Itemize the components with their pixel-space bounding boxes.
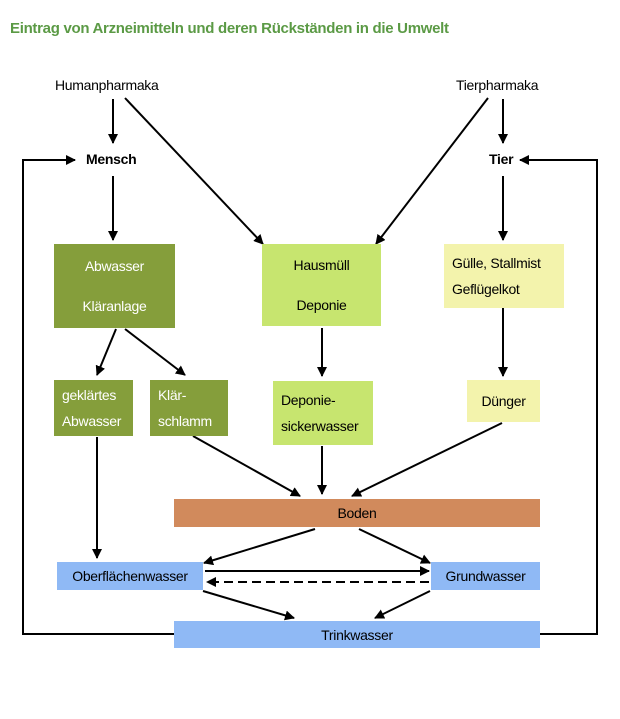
geklaertes-label-line1: geklärtes xyxy=(62,387,117,403)
geklaertes-label-line2: Abwasser xyxy=(62,413,122,429)
oberflaechenwasser-label: Oberflächenwasser xyxy=(72,568,188,584)
arrow-duenger-boden xyxy=(351,422,503,497)
arrow-klaeranlage-geklaertes xyxy=(95,328,117,376)
box-klaerschlamm: Klär- schlamm xyxy=(150,380,228,436)
arrow-boden-grundwasser xyxy=(358,528,431,564)
box-boden: Boden xyxy=(174,499,540,527)
box-trinkwasser: Trinkwasser xyxy=(174,621,540,648)
arrow-klaeranlage-klaerschlamm xyxy=(124,328,186,376)
klaeranlage-label: Kläranlage xyxy=(82,298,147,314)
boden-label: Boden xyxy=(337,505,377,521)
grundwasser-label: Grundwasser xyxy=(445,568,526,584)
arrow-oberflaechen-trinkwasser xyxy=(202,590,295,621)
box-guelle: Gülle, Stallmist Geflügelkot xyxy=(444,244,564,308)
loop-trinkwasser-mensch xyxy=(22,155,174,635)
abwasser-label: Abwasser xyxy=(84,258,145,274)
label-tier: Tier xyxy=(489,151,514,167)
deponie-label: Deponie xyxy=(296,297,347,313)
diagram-title: Eintrag von Arzneimitteln und deren Rück… xyxy=(10,20,449,37)
trinkwasser-label: Trinkwasser xyxy=(321,626,393,643)
label-tierpharmaka: Tierpharmaka xyxy=(456,77,539,93)
box-duenger: Dünger xyxy=(467,380,540,422)
box-oberflaechenwasser: Oberflächenwasser xyxy=(57,562,203,590)
label-mensch: Mensch xyxy=(86,151,137,167)
box-grundwasser: Grundwasser xyxy=(431,562,540,590)
arrow-tierpharmaka-hausmuell xyxy=(375,97,489,245)
klaerschlamm-label-line1: Klär- xyxy=(158,387,187,403)
box-deponiesickerwasser: Deponie- sickerwasser xyxy=(273,381,373,445)
guelle-label-line1: Gülle, Stallmist xyxy=(452,255,541,271)
arrow-boden-oberflaechenwasser xyxy=(203,528,316,566)
loop-trinkwasser-tier xyxy=(519,155,598,635)
arrow-grundwasser-trinkwasser xyxy=(374,590,431,619)
box-abwasser-klaeranlage: Abwasser Kläranlage xyxy=(54,244,175,328)
guelle-label-line2: Geflügelkot xyxy=(452,281,520,297)
box-hausmuell-deponie: Hausmüll Deponie xyxy=(262,244,381,326)
sickerwasser-label-line1: Deponie- xyxy=(281,392,336,408)
arrow-klaerschlamm-boden xyxy=(192,435,301,497)
hausmuell-label: Hausmüll xyxy=(293,257,350,273)
duenger-label: Dünger xyxy=(481,393,526,409)
sickerwasser-label-line2: sickerwasser xyxy=(281,418,359,434)
klaerschlamm-label-line2: schlamm xyxy=(158,413,212,429)
arrow-humanpharmaka-hausmuell xyxy=(124,97,264,245)
label-humanpharmaka: Humanpharmaka xyxy=(55,77,159,93)
box-geklaertes-abwasser: geklärtes Abwasser xyxy=(54,380,133,436)
